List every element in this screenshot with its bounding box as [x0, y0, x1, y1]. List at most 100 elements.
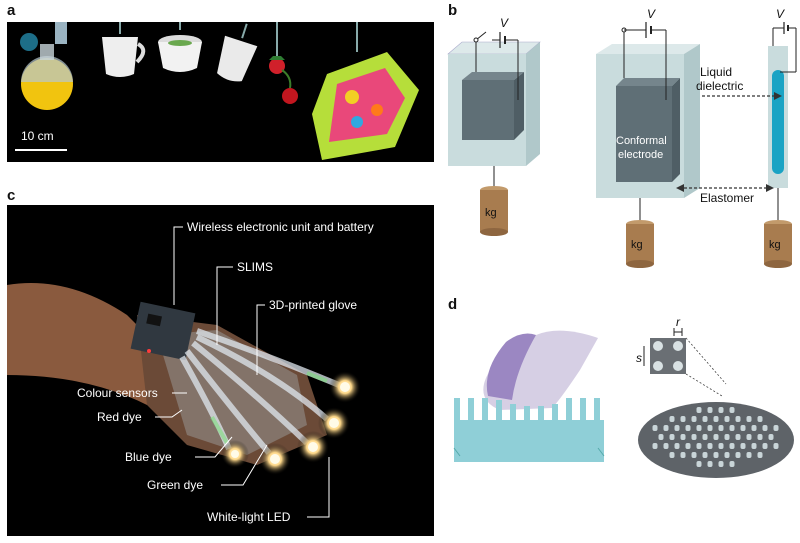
substrate-pillars — [454, 398, 600, 420]
pillar — [696, 407, 702, 413]
pillar — [691, 416, 697, 422]
pillar — [696, 443, 702, 449]
glove-photo: Wireless electronic unit and battery SLI… — [7, 205, 434, 536]
pillar — [762, 443, 768, 449]
pillar — [751, 443, 757, 449]
panel-label-c: c — [7, 187, 16, 204]
pillar — [652, 443, 658, 449]
pillar — [773, 425, 779, 431]
tomato-object — [269, 22, 298, 104]
weight-label-2: kg — [631, 239, 643, 251]
pillar — [702, 434, 708, 440]
gripping-objects-photo: 10 cm — [7, 22, 434, 162]
pillar — [713, 416, 719, 422]
weight-label-1: kg — [485, 207, 497, 219]
pillar — [707, 461, 713, 467]
pillar — [757, 434, 763, 440]
pillar — [702, 416, 708, 422]
pillar — [685, 443, 691, 449]
micropillar-schematic: r s — [453, 315, 794, 478]
cup-object-2 — [158, 22, 202, 72]
colour-sensors-label: Colour sensors — [77, 386, 158, 400]
pillar — [729, 461, 735, 467]
electroadhesion-schematic: V kg V Conformal electrode kg — [447, 7, 797, 268]
panel-label-a: a — [7, 2, 16, 19]
conformal-electrode-label-2: electrode — [618, 149, 663, 161]
pillar — [707, 425, 713, 431]
pillar — [729, 425, 735, 431]
conformal-electrode-block: V Conformal electrode kg — [596, 7, 700, 268]
voltage-label-3: V — [776, 7, 785, 21]
printed-glove-label: 3D-printed glove — [269, 298, 357, 312]
pillar — [735, 416, 741, 422]
pillar — [669, 416, 675, 422]
pillar — [729, 407, 735, 413]
wireless-unit-label: Wireless electronic unit and battery — [187, 220, 374, 234]
spacing-label: s — [636, 351, 642, 365]
scale-bar-label: 10 cm — [21, 129, 54, 143]
pillar — [696, 461, 702, 467]
pillared-substrate — [453, 398, 605, 462]
liquid-dielectric-label-2: dielectric — [696, 79, 743, 93]
forearm — [7, 283, 167, 405]
blue-dye-label: Blue dye — [125, 450, 172, 464]
pillar — [707, 407, 713, 413]
pillar — [718, 407, 724, 413]
pillar — [713, 452, 719, 458]
pillar — [740, 425, 746, 431]
pillar — [663, 443, 669, 449]
pillar — [718, 443, 724, 449]
voltage-label-2: V — [647, 7, 656, 21]
leader-lines — [155, 226, 330, 518]
pillar — [691, 434, 697, 440]
slims-label: SLIMS — [237, 260, 273, 274]
pillar — [680, 434, 686, 440]
pillar — [724, 416, 730, 422]
cup-object-1 — [102, 22, 146, 77]
pillar-zoom-inset: r s — [636, 315, 727, 397]
pillar — [729, 443, 735, 449]
pillar — [757, 416, 763, 422]
pillar — [685, 425, 691, 431]
flask-object — [20, 22, 73, 110]
pillar — [702, 452, 708, 458]
cup-object-3 — [217, 23, 258, 82]
pillar-array — [652, 407, 779, 467]
pillar — [724, 434, 730, 440]
pillar — [735, 452, 741, 458]
conformal-electrode-label-1: Conformal — [616, 135, 667, 147]
pillar — [746, 434, 752, 440]
liquid-dielectric-label-1: Liquid — [700, 65, 732, 79]
pillar — [669, 452, 675, 458]
pillar — [669, 434, 675, 440]
pillar — [696, 425, 702, 431]
red-dye-label: Red dye — [97, 410, 142, 424]
pillar-array-disc — [638, 402, 794, 478]
pillar — [674, 443, 680, 449]
pillar — [751, 425, 757, 431]
pillar — [691, 452, 697, 458]
elastomer-label: Elastomer — [700, 191, 754, 205]
pillar — [718, 425, 724, 431]
pillar — [707, 443, 713, 449]
pillar — [652, 425, 658, 431]
pillar — [713, 434, 719, 440]
finger-shape — [483, 330, 598, 410]
single-electrode-block: V kg — [447, 16, 541, 236]
pillar — [663, 425, 669, 431]
radius-label: r — [676, 315, 681, 329]
white-light-leds — [221, 371, 361, 475]
pillar — [757, 452, 763, 458]
white-led-label: White-light LED — [207, 510, 291, 524]
liquid-dielectric-tube: V kg — [764, 7, 797, 268]
electronics-unit — [130, 301, 196, 361]
pillar — [658, 434, 664, 440]
pillar — [718, 461, 724, 467]
pillar — [740, 443, 746, 449]
candy-bag-object — [312, 22, 419, 160]
pillar — [746, 416, 752, 422]
green-dye-label: Green dye — [147, 478, 203, 492]
weight-label-3: kg — [769, 239, 781, 251]
pillar — [735, 434, 741, 440]
voltage-label-1: V — [500, 16, 509, 30]
